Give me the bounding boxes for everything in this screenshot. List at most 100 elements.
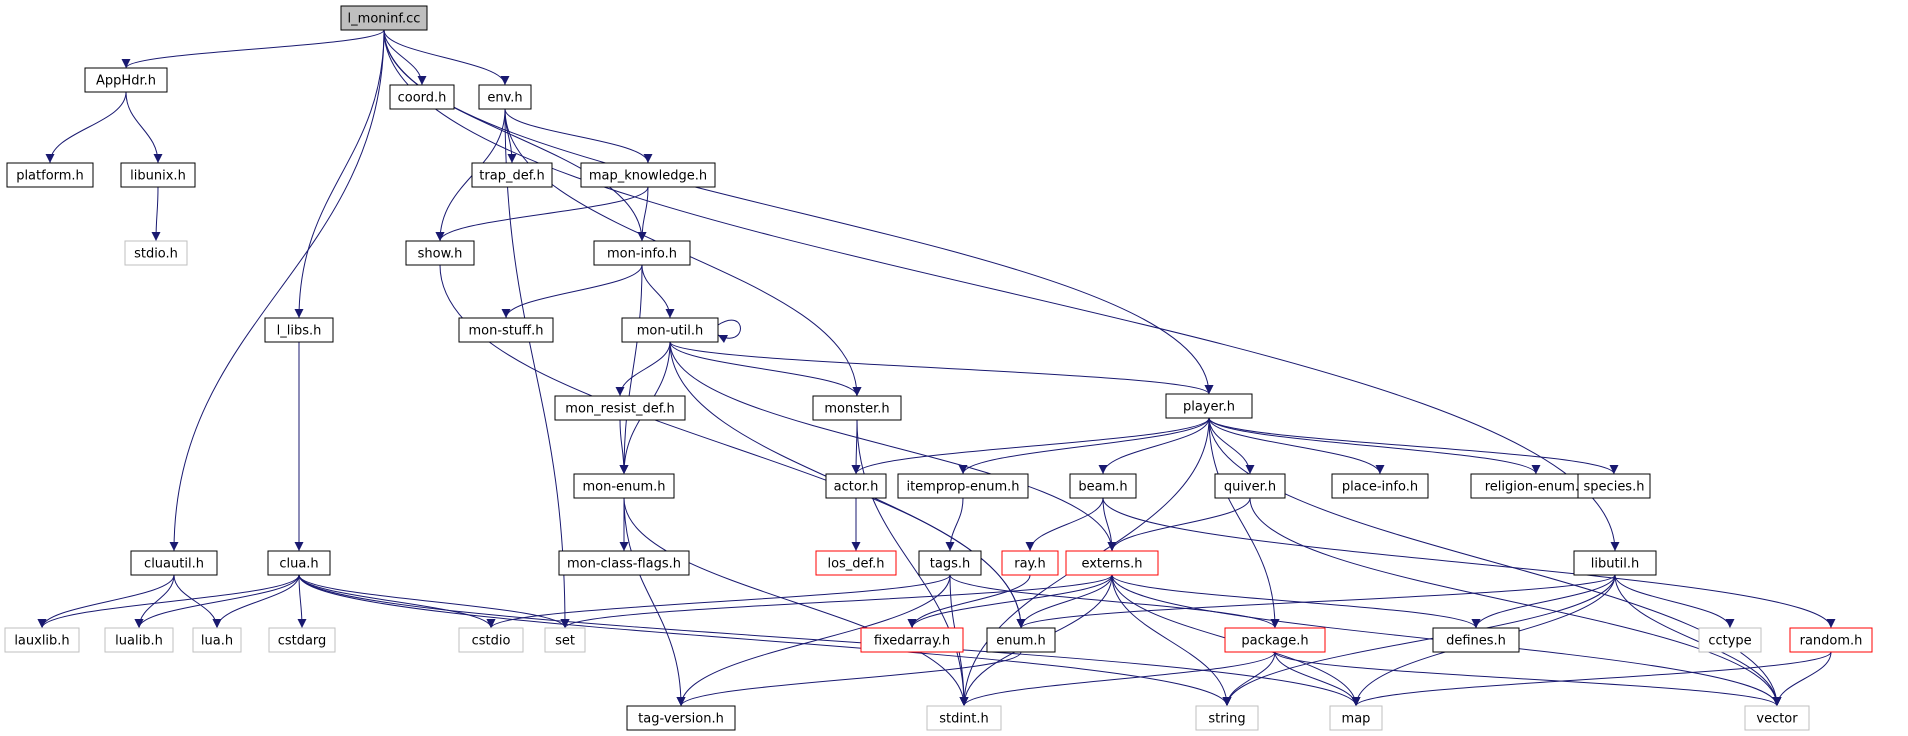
- node-los-def[interactable]: los_def.h: [815, 550, 897, 576]
- node-l-moninf[interactable]: l_moninf.cc: [340, 5, 428, 31]
- node-species[interactable]: species.h: [1577, 473, 1651, 499]
- node-cstdio[interactable]: cstdio: [458, 627, 524, 653]
- node-lualib[interactable]: lualib.h: [104, 627, 174, 653]
- node-fixedarray[interactable]: fixedarray.h: [860, 627, 964, 653]
- node-box[interactable]: [986, 627, 1056, 653]
- node-box[interactable]: [458, 317, 554, 343]
- node-libunix[interactable]: libunix.h: [120, 162, 196, 188]
- node-box[interactable]: [554, 395, 686, 421]
- node-box[interactable]: [1698, 627, 1762, 653]
- node-itemprop-enum[interactable]: itemprop-enum.h: [897, 473, 1029, 499]
- node-box[interactable]: [6, 162, 94, 188]
- node-box[interactable]: [84, 67, 168, 93]
- node-label: cctype: [1708, 634, 1751, 649]
- node-box[interactable]: [860, 627, 964, 653]
- node-random[interactable]: random.h: [1789, 627, 1873, 653]
- node-coord[interactable]: coord.h: [389, 84, 455, 110]
- node-cctype[interactable]: cctype: [1698, 627, 1762, 653]
- node-box[interactable]: [389, 84, 455, 110]
- node-mon-stuff[interactable]: mon-stuff.h: [458, 317, 554, 343]
- node-stdint[interactable]: stdint.h: [926, 705, 1002, 731]
- node-apphdr[interactable]: AppHdr.h: [84, 67, 168, 93]
- node-lauxlib[interactable]: lauxlib.h: [4, 627, 80, 653]
- node-externs[interactable]: externs.h: [1065, 550, 1159, 576]
- node-libutil[interactable]: libutil.h: [1573, 550, 1657, 576]
- node-box[interactable]: [825, 473, 887, 499]
- node-quiver[interactable]: quiver.h: [1214, 473, 1286, 499]
- node-vector[interactable]: vector: [1744, 705, 1810, 731]
- node-box[interactable]: [1573, 550, 1657, 576]
- node-cluautil[interactable]: cluautil.h: [130, 550, 218, 576]
- node-box[interactable]: [471, 162, 553, 188]
- node-box[interactable]: [4, 627, 80, 653]
- node-box[interactable]: [1195, 705, 1259, 731]
- node-box[interactable]: [897, 473, 1029, 499]
- node-mon-resist-def[interactable]: mon_resist_def.h: [554, 395, 686, 421]
- node-mon-util[interactable]: mon-util.h: [621, 317, 719, 343]
- node-mon-class-flags[interactable]: mon-class-flags.h: [558, 550, 690, 576]
- node-box[interactable]: [558, 550, 690, 576]
- node-stdio[interactable]: stdio.h: [124, 240, 188, 266]
- node-box[interactable]: [593, 240, 691, 266]
- node-env[interactable]: env.h: [478, 84, 532, 110]
- node-box[interactable]: [626, 705, 736, 731]
- node-box[interactable]: [1069, 473, 1137, 499]
- node-show[interactable]: show.h: [405, 240, 475, 266]
- node-trap-def[interactable]: trap_def.h: [471, 162, 553, 188]
- node-box[interactable]: [478, 84, 532, 110]
- node-defines[interactable]: defines.h: [1432, 627, 1520, 653]
- node-box[interactable]: [918, 550, 982, 576]
- node-box[interactable]: [130, 550, 218, 576]
- node-box[interactable]: [1329, 705, 1383, 731]
- node-box[interactable]: [1001, 550, 1059, 576]
- node-box[interactable]: [573, 473, 675, 499]
- node-box[interactable]: [815, 550, 897, 576]
- node-mon-info[interactable]: mon-info.h: [593, 240, 691, 266]
- node-map-knowledge[interactable]: map_knowledge.h: [580, 162, 716, 188]
- node-enum[interactable]: enum.h: [986, 627, 1056, 653]
- node-box[interactable]: [340, 5, 428, 31]
- node-box[interactable]: [264, 317, 334, 343]
- node-box[interactable]: [124, 240, 188, 266]
- node-string[interactable]: string: [1195, 705, 1259, 731]
- node-box[interactable]: [544, 627, 586, 653]
- node-box[interactable]: [1224, 627, 1326, 653]
- node-tag-version[interactable]: tag-version.h: [626, 705, 736, 731]
- node-clua[interactable]: clua.h: [267, 550, 331, 576]
- node-box[interactable]: [268, 627, 336, 653]
- node-ray[interactable]: ray.h: [1001, 550, 1059, 576]
- node-box[interactable]: [1331, 473, 1429, 499]
- node-box[interactable]: [267, 550, 331, 576]
- node-box[interactable]: [458, 627, 524, 653]
- node-mon-enum[interactable]: mon-enum.h: [573, 473, 675, 499]
- node-cstdarg[interactable]: cstdarg: [268, 627, 336, 653]
- node-tags[interactable]: tags.h: [918, 550, 982, 576]
- node-box[interactable]: [1744, 705, 1810, 731]
- node-box[interactable]: [926, 705, 1002, 731]
- node-box[interactable]: [104, 627, 174, 653]
- node-box[interactable]: [405, 240, 475, 266]
- node-set[interactable]: set: [544, 627, 586, 653]
- node-box[interactable]: [1065, 550, 1159, 576]
- node-box[interactable]: [1789, 627, 1873, 653]
- node-box[interactable]: [812, 395, 902, 421]
- node-beam[interactable]: beam.h: [1069, 473, 1137, 499]
- node-box[interactable]: [192, 627, 242, 653]
- node-box[interactable]: [1165, 393, 1253, 419]
- edge-clua-to-lua: [212, 574, 300, 629]
- node-box[interactable]: [621, 317, 719, 343]
- node-box[interactable]: [1214, 473, 1286, 499]
- node-package[interactable]: package.h: [1224, 627, 1326, 653]
- node-place-info[interactable]: place-info.h: [1331, 473, 1429, 499]
- node-box[interactable]: [1432, 627, 1520, 653]
- node-monster[interactable]: monster.h: [812, 395, 902, 421]
- node-box[interactable]: [580, 162, 716, 188]
- node-actor[interactable]: actor.h: [825, 473, 887, 499]
- node-box[interactable]: [1577, 473, 1651, 499]
- node-l-libs[interactable]: l_libs.h: [264, 317, 334, 343]
- node-map[interactable]: map: [1329, 705, 1383, 731]
- node-lua[interactable]: lua.h: [192, 627, 242, 653]
- node-box[interactable]: [120, 162, 196, 188]
- node-player[interactable]: player.h: [1165, 393, 1253, 419]
- node-platform[interactable]: platform.h: [6, 162, 94, 188]
